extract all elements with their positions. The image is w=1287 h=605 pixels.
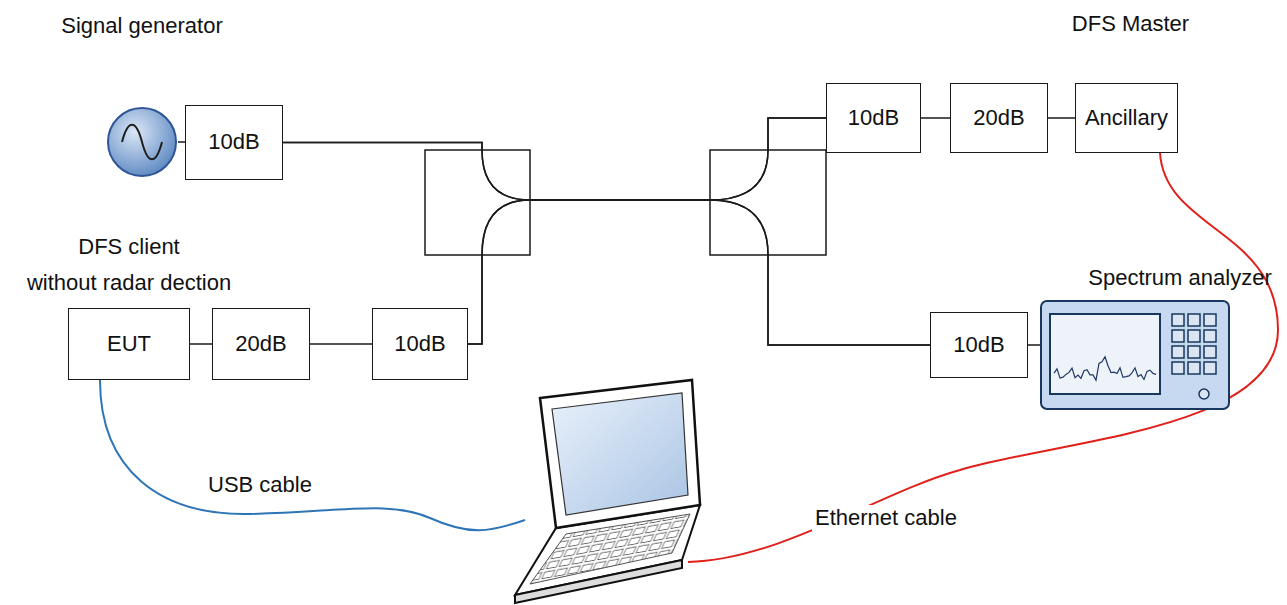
device-heading: DFS client without radar dection: [27, 229, 231, 301]
signal-generator-symbol: [106, 106, 178, 178]
coax-cable: [178, 141, 185, 143]
coax-cable: [468, 118, 826, 344]
attenuator-box: 20dB: [950, 83, 1048, 153]
box-label: 20dB: [973, 105, 1024, 131]
coax-cable: [283, 118, 826, 200]
spectrum-analyzer-icon: [1040, 300, 1230, 410]
device-heading: Signal generator: [61, 8, 222, 44]
attenuator-box: 10dB: [930, 312, 1028, 378]
box-label: EUT: [107, 331, 151, 357]
ethernet-cable: [688, 153, 1278, 562]
coax-cable: [190, 343, 212, 345]
box-label: 10dB: [394, 331, 445, 357]
spectrum-analyzer: Spectrum analyzer: [1040, 300, 1230, 410]
box-label: 10dB: [848, 105, 899, 131]
ancillary-box: DFS MasterAncillary: [1075, 83, 1178, 153]
box-label: 10dB: [953, 332, 1004, 358]
attenuator-box: 10dB: [185, 105, 283, 180]
coax-cable: [468, 200, 930, 345]
coax-cable: [921, 117, 950, 119]
box-label: 20dB: [235, 331, 286, 357]
usb-cable: [100, 380, 525, 530]
laptop: [515, 380, 700, 603]
box-label: Ancillary: [1085, 105, 1168, 131]
eut-box: DFS client without radar dectionEUT: [68, 308, 190, 380]
device-heading: Spectrum analyzer: [1088, 260, 1271, 296]
attenuator-box: 10dB: [826, 83, 921, 153]
device-heading: DFS Master: [1072, 6, 1189, 42]
cable-label: USB cable: [205, 472, 315, 498]
coax-cable: [1048, 117, 1075, 119]
attenuator-box: 10dB: [372, 308, 468, 380]
cable-label: Ethernet cable: [812, 505, 960, 531]
attenuator-box: 20dB: [212, 308, 310, 380]
coax-cable: [1028, 344, 1040, 346]
box-label: 10dB: [208, 129, 259, 155]
splitter-box: [710, 150, 826, 255]
coax-cable: [310, 343, 372, 345]
signal-generator: Signal generator: [106, 106, 178, 178]
